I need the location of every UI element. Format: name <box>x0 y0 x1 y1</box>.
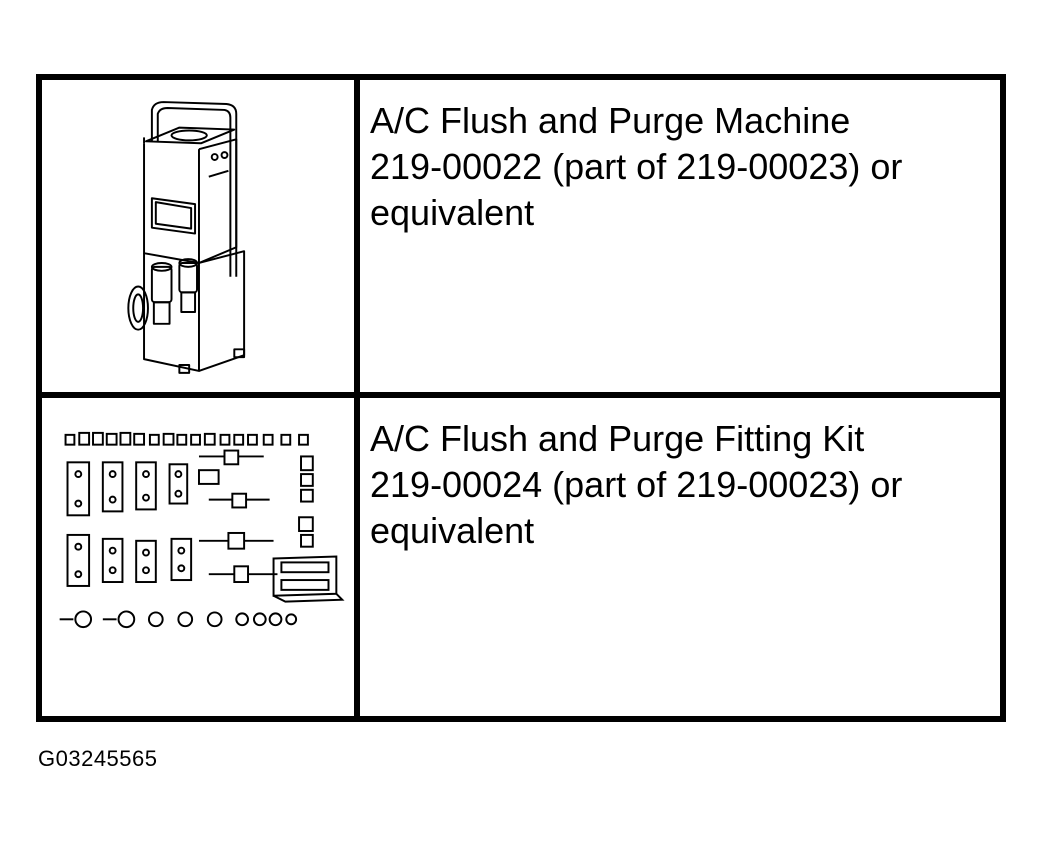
tool-equivalent: equivalent <box>370 510 535 551</box>
flush-purge-machine-description: A/C Flush and Purge Machine 219-00022 (p… <box>360 80 1000 398</box>
tool-part-number: 219-00024 (part of 219-00023) or <box>370 464 903 505</box>
special-tools-table: A/C Flush and Purge Machine 219-00022 (p… <box>36 74 1006 722</box>
tool-name: A/C Flush and Purge Fitting Kit <box>370 418 865 459</box>
fitting-kit-description: A/C Flush and Purge Fitting Kit 219-0002… <box>360 398 1000 716</box>
fitting-kit-illustration <box>59 431 345 629</box>
tool-equivalent: equivalent <box>370 192 535 233</box>
tool-part-number: 219-00022 (part of 219-00023) or <box>370 146 903 187</box>
flush-purge-machine-illustration-cell <box>42 80 360 398</box>
fitting-kit-illustration-cell <box>42 398 360 716</box>
figure-id: G03245565 <box>38 746 158 771</box>
tool-name: A/C Flush and Purge Machine <box>370 100 851 141</box>
flush-purge-machine-illustration <box>127 101 246 374</box>
